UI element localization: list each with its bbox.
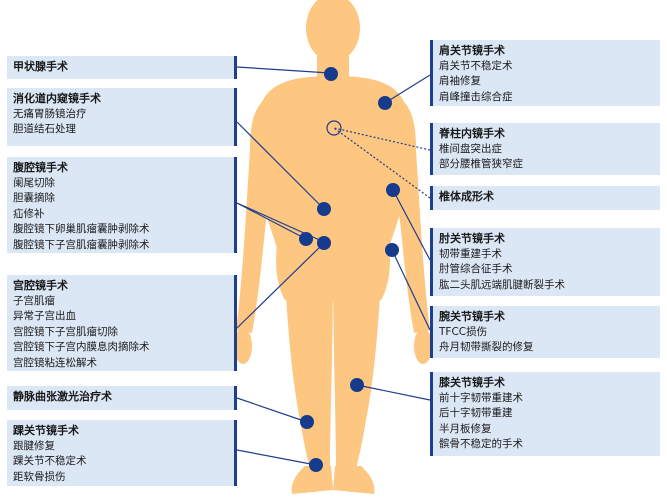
connector-varicose [236,397,308,423]
dot-wrist [385,243,399,257]
label-title: 椎体成形术 [439,190,494,203]
label-item: 胆囊摘除 [13,192,55,204]
label-elbow-arthroscopy: 肘关节镜手术 韧带重建手术 肘管综合征手术 肱二头肌远端肌腱断裂手术 [430,228,660,296]
label-item: 肩关节不稳定术 [439,59,513,72]
connector-ankle [236,449,317,466]
spine-target-ring [326,120,342,136]
label-digestive-endoscopy: 消化道内窥镜手术 无痛胃肠镜治疗 胆道结石处理 [7,88,237,146]
label-laparoscopy: 腹腔镜手术 阑尾切除 胆囊摘除 疝修补 腹腔镜下卵巢肌瘤囊肿剥除术 腹腔镜下子宫… [7,157,237,253]
label-item: 宫腔镜下子宫内膜息肉摘除术 [13,341,150,353]
label-item: 后十字韧带重建 [439,407,513,419]
label-wrist-arthroscopy: 腕关节镜手术 TFCC损伤 舟月韧带撕裂的修复 [430,306,660,358]
label-item: 疝修补 [13,207,45,220]
label-item: 跟腱修复 [13,439,55,452]
label-item: 肩袖修复 [439,75,481,87]
label-title: 肩关节镜手术 [439,44,505,57]
connector-shoulder [384,74,431,104]
connector-wrist [391,249,431,331]
marker-dots [299,67,400,472]
label-item: 距软骨损伤 [13,470,66,483]
label-title: 肘关节镜手术 [439,232,505,245]
label-item: 前十字韧带重建术 [439,391,523,404]
label-item: 肩峰撞击综合症 [439,90,513,103]
connector-elbow [392,189,431,261]
connector-hysteroscopy [236,242,325,329]
dot-abdomen-right [317,236,331,250]
label-item: 韧带重建手术 [439,247,502,260]
human-silhouette [234,0,432,494]
connector-spine [333,127,431,151]
dot-ankle [309,458,323,472]
label-knee-arthroscopy: 膝关节镜手术 前十字韧带重建术 后十字韧带重建 半月板修复 髌骨不稳定的手术 [430,372,660,456]
label-item: 异常子宫出血 [13,310,76,322]
label-title: 腕关节镜手术 [439,310,505,323]
connector-laparoscopy-a [236,202,307,240]
label-item: 肱二头肌远端肌腱断裂手术 [439,278,565,291]
label-title: 脊柱内镜手术 [439,127,505,140]
label-title: 踝关节镜手术 [13,424,79,437]
label-title: 膝关节镜手术 [439,376,505,389]
label-vertebroplasty: 椎体成形术 [430,186,660,210]
label-item: 部分腰椎管狭窄症 [439,158,523,170]
label-shoulder-arthroscopy: 肩关节镜手术 肩关节不稳定术 肩袖修复 肩峰撞击综合症 [430,40,660,106]
label-item: 舟月韧带撕裂的修复 [439,341,534,353]
label-title: 宫腔镜手术 [13,279,68,292]
label-title: 甲状腺手术 [13,60,68,73]
connector-thyroid [236,66,331,74]
dot-elbow [386,183,400,197]
label-varicose-laser: 静脉曲张激光治疗术 [7,386,237,410]
label-hysteroscopy: 宫腔镜手术 子宫肌瘤 异常子宫出血 宫腔镜下子宫肌瘤切除 宫腔镜下子宫内膜息肉摘… [7,275,237,371]
label-item: 阑尾切除 [13,176,55,189]
connector-knee [356,384,431,401]
label-item: TFCC损伤 [439,325,488,338]
label-item: 髌骨不稳定的手术 [439,438,523,450]
label-title: 静脉曲张激光治疗术 [13,390,112,403]
connector-digestive [236,121,325,210]
label-item: 椎间盘突出症 [439,142,502,155]
dot-shoulder [378,96,392,110]
label-spinal-endoscopy: 脊柱内镜手术 椎间盘突出症 部分腰椎管狭窄症 [430,123,660,175]
label-item: 腹腔镜下卵巢肌瘤囊肿剥除术 [13,223,150,235]
label-item: 半月板修复 [439,422,492,435]
label-item: 踝关节不稳定术 [13,455,87,467]
dot-knee [350,378,364,392]
label-item: 宫腔镜下子宫肌瘤切除 [13,325,118,338]
label-item: 胆道结石处理 [13,123,76,135]
label-item: 肘管综合征手术 [439,263,513,275]
dot-thyroid [324,67,338,81]
label-item: 腹腔镜下子宫肌瘤囊肿剥除术 [13,238,150,251]
dot-shin [300,415,314,429]
label-item: 无痛胃肠镜治疗 [13,107,87,120]
label-thyroid-surgery: 甲状腺手术 [7,56,237,79]
dot-abdomen-left [299,232,313,246]
label-title: 消化道内窥镜手术 [13,92,101,105]
label-title: 腹腔镜手术 [13,161,68,174]
dot-abdomen-upper [317,202,331,216]
label-item: 宫腔镜粘连松解术 [13,356,97,369]
label-item: 子宫肌瘤 [13,294,55,307]
label-ankle-arthroscopy: 踝关节镜手术 跟腱修复 踝关节不稳定术 距软骨损伤 [7,420,237,486]
